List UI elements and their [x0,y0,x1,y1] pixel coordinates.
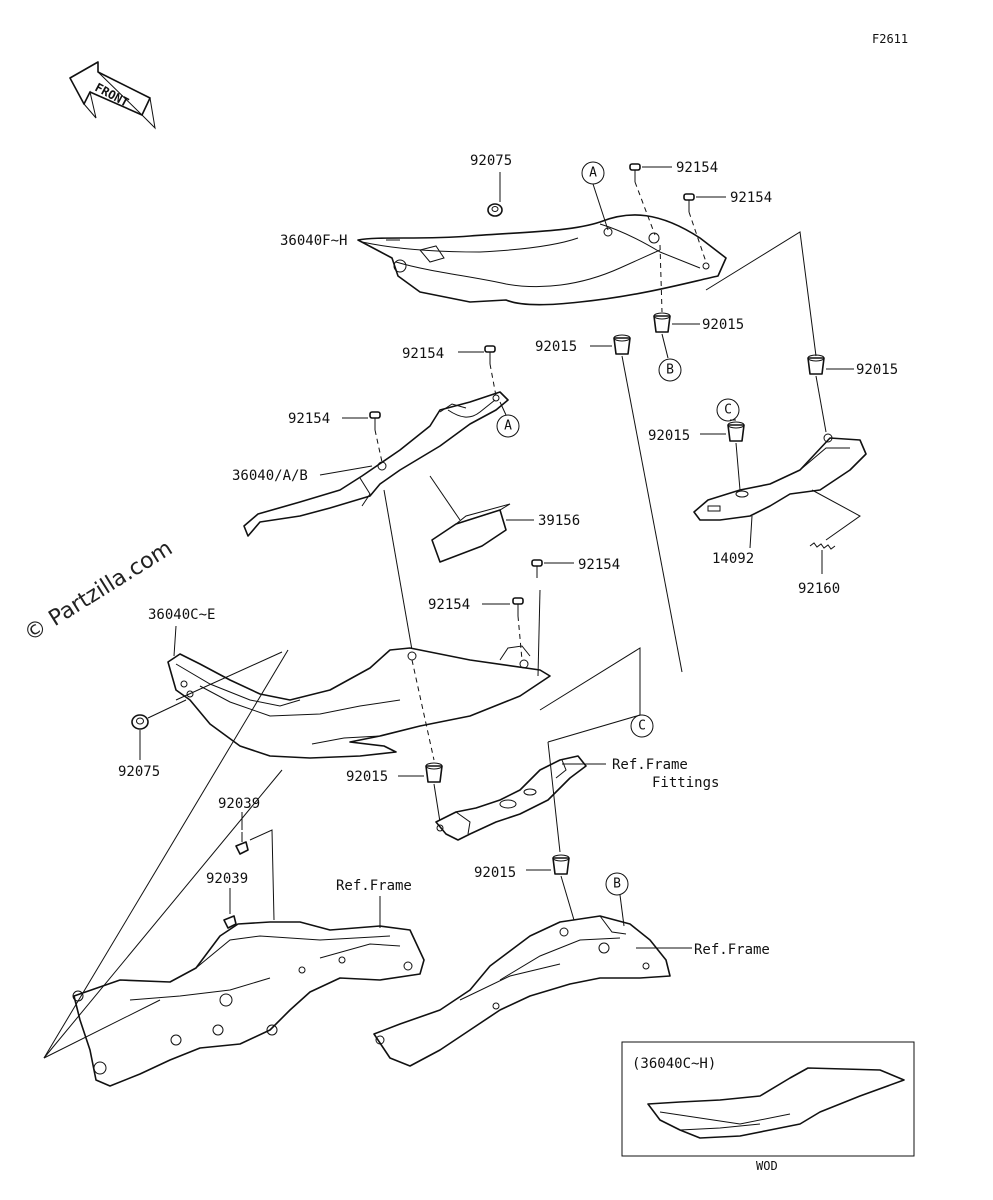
part-92015-d: 92015 [648,428,690,444]
part-92154-e: 92154 [578,557,620,573]
collar-92015-e [425,762,443,783]
callout-B-bottom: B [613,877,621,892]
screw-92039-b [223,915,237,929]
spring-92160 [809,542,836,550]
screw-92154-c [484,345,496,364]
screw-92039-a [235,832,249,855]
part-36040F-H: 36040F~H [280,233,347,249]
part-92015-b: 92015 [702,317,744,333]
part-92154-f: 92154 [428,597,470,613]
part-14092: 14092 [712,551,754,567]
ref-frame-left: Ref.Frame [336,878,412,894]
inset-caption: WOD [756,1159,778,1173]
part-92015-c: 92015 [856,362,898,378]
ref-frame-fittings-line2: Fittings [652,775,719,791]
watermark: © Partzilla.com [20,536,177,647]
callout-C-center: C [638,719,646,734]
screw-92154-b [683,193,695,212]
part-92075-top: 92075 [470,153,512,169]
collar-92015-b [653,312,671,333]
grommet-92075-bottom [131,714,149,730]
side-cover-36040C-E [167,645,551,759]
part-92015-f: 92015 [474,865,516,881]
callout-A-top: A [589,166,597,181]
ref-frame-fittings-line1: Ref.Frame [612,757,688,773]
callout-A-middle: A [504,419,512,434]
part-36040C-E: 36040C~E [148,607,215,623]
part-92160: 92160 [798,581,840,597]
bracket-14092 [693,433,867,521]
frame-left [72,921,425,1087]
part-92154-c: 92154 [402,346,444,362]
frame-right [373,915,671,1067]
part-36040-A-B: 36040/A/B [232,468,308,484]
pad-39156 [431,503,511,563]
callout-C-right: C [724,403,732,418]
collar-92015-a [613,334,631,355]
screw-92154-e [531,559,543,578]
inset-title: (36040C~H) [632,1056,716,1072]
collar-92015-c [807,354,825,375]
screw-92154-f [512,597,524,616]
screw-92154-d [369,411,381,430]
part-92039-a: 92039 [218,796,260,812]
part-92075-bottom: 92075 [118,764,160,780]
frame-fitting-bracket [435,755,587,841]
inset-box [621,1041,915,1157]
part-92154-a: 92154 [676,160,718,176]
collar-92015-d [727,421,745,442]
part-92154-d: 92154 [288,411,330,427]
ref-frame-right: Ref.Frame [694,942,770,958]
part-92154-b: 92154 [730,190,772,206]
part-92015-e: 92015 [346,769,388,785]
part-39156: 39156 [538,513,580,529]
front-arrow-icon: FRONT [69,61,156,130]
callout-B-top: B [666,363,674,378]
rear-side-cover-36040F-H [357,214,727,306]
grommet-92075-top [487,203,503,217]
screw-92154-a [629,163,641,182]
collar-92015-f [552,854,570,875]
part-92015-a: 92015 [535,339,577,355]
figure-code: F2611 [872,32,908,46]
part-92039-b: 92039 [206,871,248,887]
